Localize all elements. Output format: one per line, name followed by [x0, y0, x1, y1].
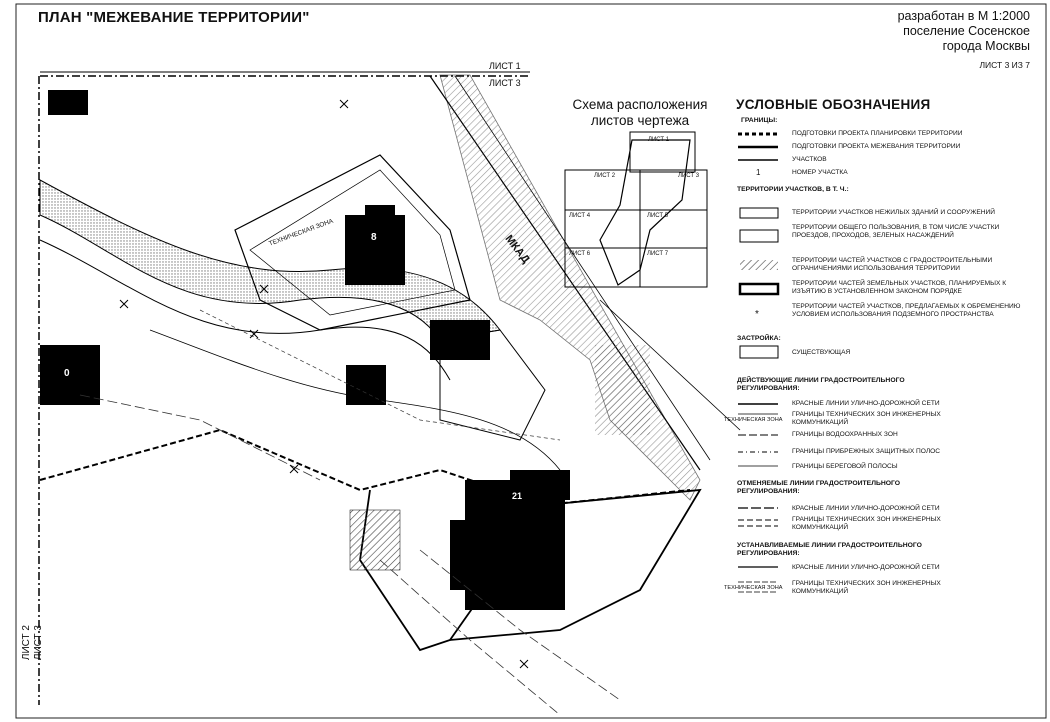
tech-zone-line	[199, 309, 561, 441]
legend-title: УСЛОВНЫЕ ОБОЗНАЧЕНИЯ	[736, 97, 931, 112]
boundary-south	[39, 428, 691, 507]
plot-number-8: 8	[371, 232, 377, 243]
legend-cancelled-header: ОТМЕНЯЕМЫЕ ЛИНИИ ГРАДОСТРОИТЕЛЬНОГО РЕГУ…	[737, 480, 901, 495]
legend-boundaries-header: ГРАНИЦЫ:	[741, 117, 778, 124]
plot-21-east	[449, 488, 702, 641]
sheet-label-top-3: ЛИСТ 3	[489, 78, 521, 88]
scheme-cell-3: ЛИСТ 3	[678, 173, 700, 179]
legend-territories-header: ТЕРРИТОРИИ УЧАСТКОВ, В Т. Ч.:	[737, 186, 849, 193]
scheme-cell-5: ЛИСТ 5	[647, 213, 669, 219]
asterisk-icon: *	[755, 309, 759, 320]
sheet-scheme	[564, 131, 708, 288]
scheme-cell-2: ЛИСТ 2	[594, 173, 616, 179]
water-zone-1	[79, 394, 321, 481]
legend-active-red-lines: КРАСНЫЕ ЛИНИИ УЛИЧНО-ДОРОЖНОЙ СЕТИ	[792, 400, 940, 407]
legend-territory-underground: ТЕРРИТОРИИ ЧАСТЕЙ УЧАСТКОВ, ПРЕДЛАГАЕМЫХ…	[792, 303, 1021, 318]
sheet-label-side-2: ЛИСТ 2	[21, 625, 32, 661]
legend-territory-public: ТЕРРИТОРИИ ОБЩЕГО ПОЛЬЗОВАНИЯ, В ТОМ ЧИС…	[792, 224, 1000, 239]
scheme-cell-7: ЛИСТ 7	[647, 251, 669, 257]
settlement-name: поселение Сосенское	[903, 24, 1030, 38]
road-band	[39, 179, 501, 341]
legend-active-tech-zones: ГРАНИЦЫ ТЕХНИЧЕСКИХ ЗОН ИНЖЕНЕРНЫХ КОММУ…	[792, 411, 941, 426]
plot-number-0: 0	[64, 368, 70, 379]
legend-tech-zone-sample-2: ТЕХНИЧЕСКАЯ ЗОНА	[724, 585, 783, 591]
restriction-patch-1	[349, 509, 401, 571]
legend-active-coastal-strips: ГРАНИЦЫ ПРИБРЕЖНЫХ ЗАЩИТНЫХ ПОЛОС	[792, 448, 941, 455]
building-central	[346, 365, 386, 405]
legend-active-shoreline: ГРАНИЦЫ БЕРЕГОВОЙ ПОЛОСЫ	[792, 463, 898, 470]
legend-plot-number-symbol: 1	[756, 168, 761, 177]
legend-swatches	[738, 132, 780, 593]
road-edge-lower	[39, 239, 451, 381]
parcel-upper-inner	[249, 169, 456, 316]
legend-boundary-planning: ПОДГОТОВКИ ПРОЕКТА ПЛАНИРОВКИ ТЕРРИТОРИИ	[792, 130, 963, 137]
sheet-label-top-1: ЛИСТ 1	[489, 61, 521, 71]
page-frame	[15, 3, 1047, 719]
legend-territory-restricted: ТЕРРИТОРИИ ЧАСТЕЙ УЧАСТКОВ С ГРАДОСТРОИТ…	[792, 257, 993, 272]
sheet-label-side-3: ЛИСТ 3	[33, 625, 44, 661]
legend-boundary-surveying: ПОДГОТОВКИ ПРОЕКТА МЕЖЕВАНИЯ ТЕРРИТОРИИ	[792, 143, 961, 150]
building-8	[345, 215, 405, 285]
legend-territory-nonresidential: ТЕРРИТОРИИ УЧАСТКОВ НЕЖИЛЫХ ЗДАНИЙ И СОО…	[792, 209, 995, 216]
legend-building-existing: СУЩЕСТВУЮЩАЯ	[792, 349, 851, 356]
sheet-number: ЛИСТ 3 ИЗ 7	[979, 60, 1030, 70]
legend-cancelled-tech-zones: ГРАНИЦЫ ТЕХНИЧЕСКИХ ЗОН ИНЖЕНЕРНЫХ КОММУ…	[792, 516, 941, 531]
city-name: города Москвы	[942, 39, 1030, 53]
legend-boundary-plots: УЧАСТКОВ	[792, 156, 827, 163]
legend-established-red-lines: КРАСНЫЕ ЛИНИИ УЛИЧНО-ДОРОЖНОЙ СЕТИ	[792, 564, 940, 571]
building-nw	[48, 90, 88, 115]
scheme-title-line2: листов чертежа	[590, 113, 690, 128]
legend-established-header: УСТАНАВЛИВАЕМЫЕ ЛИНИИ ГРАДОСТРОИТЕЛЬНОГО…	[737, 542, 922, 557]
legend-plot-number: НОМЕР УЧАСТКА	[792, 169, 848, 176]
legend-cancelled-red-lines: КРАСНЫЕ ЛИНИИ УЛИЧНО-ДОРОЖНОЙ СЕТИ	[792, 505, 940, 512]
scheme-title: Схема расположения листов чертежа	[556, 97, 724, 129]
legend-territory-seizure: ТЕРРИТОРИИ ЧАСТЕЙ ЗЕМЕЛЬНЫХ УЧАСТКОВ, ПЛ…	[792, 280, 1007, 295]
building-center-east	[430, 320, 490, 360]
x-marks	[119, 99, 529, 669]
legend-established-tech-zones: ГРАНИЦЫ ТЕХНИЧЕСКИХ ЗОН ИНЖЕНЕРНЫХ КОММУ…	[792, 580, 941, 595]
scheme-cell-6: ЛИСТ 6	[569, 251, 591, 257]
water-zone-3	[419, 549, 621, 701]
scheme-cell-1: ЛИСТ 1	[648, 137, 670, 143]
legend-tech-zone-sample: ТЕХНИЧЕСКАЯ ЗОНА	[724, 417, 783, 423]
scheme-title-line1: Схема расположения	[572, 97, 708, 112]
legend-building-header: ЗАСТРОЙКА:	[737, 335, 781, 342]
building-west	[40, 345, 100, 405]
plot-number-21: 21	[512, 491, 523, 501]
scale-note: разработан в М 1:2000	[897, 9, 1030, 23]
mkad-edge-3	[599, 299, 741, 431]
parcel-upper	[234, 154, 471, 331]
scheme-cell-4: ЛИСТ 4	[569, 213, 591, 219]
plan-title: ПЛАН "МЕЖЕВАНИЕ ТЕРРИТОРИИ"	[38, 9, 310, 26]
legend-active-water-zones: ГРАНИЦЫ ВОДООХРАННЫХ ЗОН	[792, 431, 898, 438]
water-zone-2	[379, 559, 561, 716]
legend-active-header: ДЕЙСТВУЮЩИЕ ЛИНИИ ГРАДОСТРОИТЕЛЬНОГО РЕГ…	[737, 377, 905, 392]
